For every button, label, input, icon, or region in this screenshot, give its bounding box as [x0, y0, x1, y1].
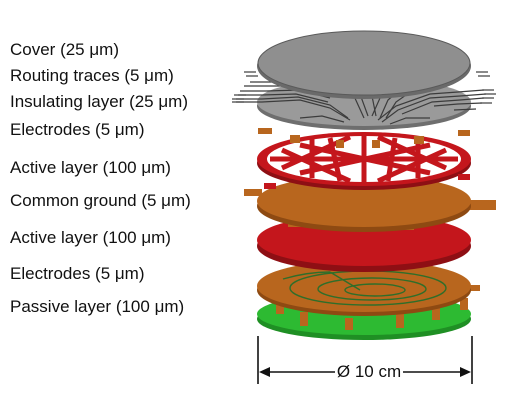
label-cover: Cover (25 μm) [10, 40, 119, 59]
label-active-layer-bottom: Active layer (100 μm) [10, 228, 171, 247]
label-active-layer-top: Active layer (100 μm) [10, 158, 171, 177]
routing-trace-ends [232, 71, 496, 104]
label-electrodes-top: Electrodes (5 μm) [10, 120, 145, 139]
label-passive-layer: Passive layer (100 μm) [10, 297, 185, 316]
diameter-label: Ø 10 cm [335, 362, 403, 382]
electrodes-top-tabs [258, 128, 470, 148]
label-routing-traces: Routing traces (5 μm) [10, 66, 174, 85]
electrodes-bottom-disc [257, 260, 480, 330]
active-layer-top-lattice [257, 132, 471, 190]
label-insulating-layer: Insulating layer (25 μm) [10, 92, 188, 111]
cover-disc [257, 30, 471, 99]
label-common-ground: Common ground (5 μm) [10, 191, 191, 210]
common-ground-disc [244, 175, 496, 232]
label-electrodes-bottom: Electrodes (5 μm) [10, 264, 145, 283]
